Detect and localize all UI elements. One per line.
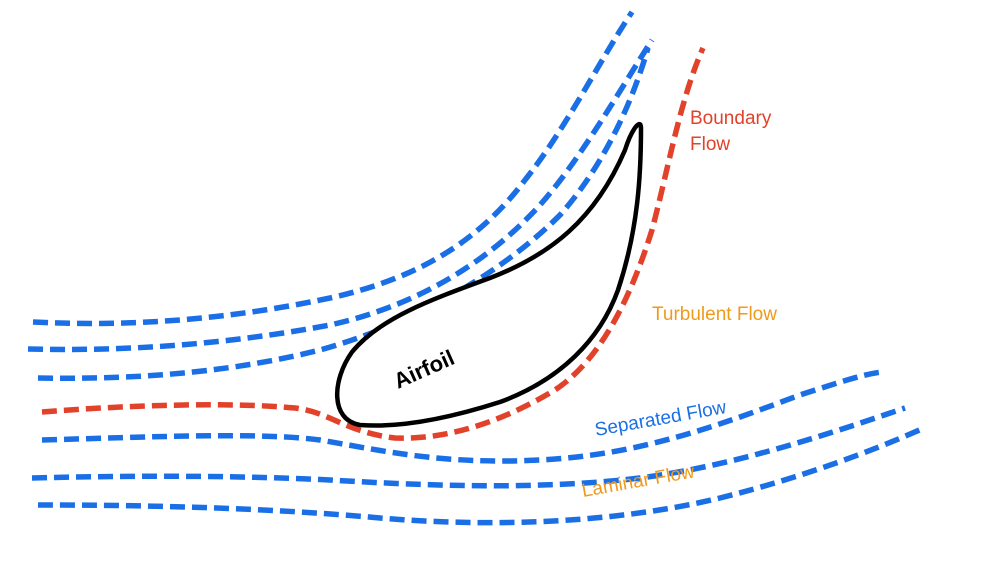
- laminar-flow-label: Laminar Flow: [580, 461, 696, 502]
- streamline-upper-1: [32, 10, 635, 327]
- boundary-flow-label-line1: Boundary: [690, 108, 772, 129]
- streamline-lower-1: [41, 369, 886, 464]
- streamline-lower-2: [31, 405, 906, 489]
- boundary-flow-line: [41, 46, 706, 441]
- turbulent-flow-label: Turbulent Flow: [652, 304, 777, 325]
- boundary-flow-label-line2: Flow: [690, 134, 730, 155]
- separated-flow-label: Separated Flow: [593, 397, 728, 441]
- streamline-upper-2: [27, 38, 655, 353]
- streamline-lower-3: [37, 425, 926, 526]
- airfoil-body: [334, 121, 644, 428]
